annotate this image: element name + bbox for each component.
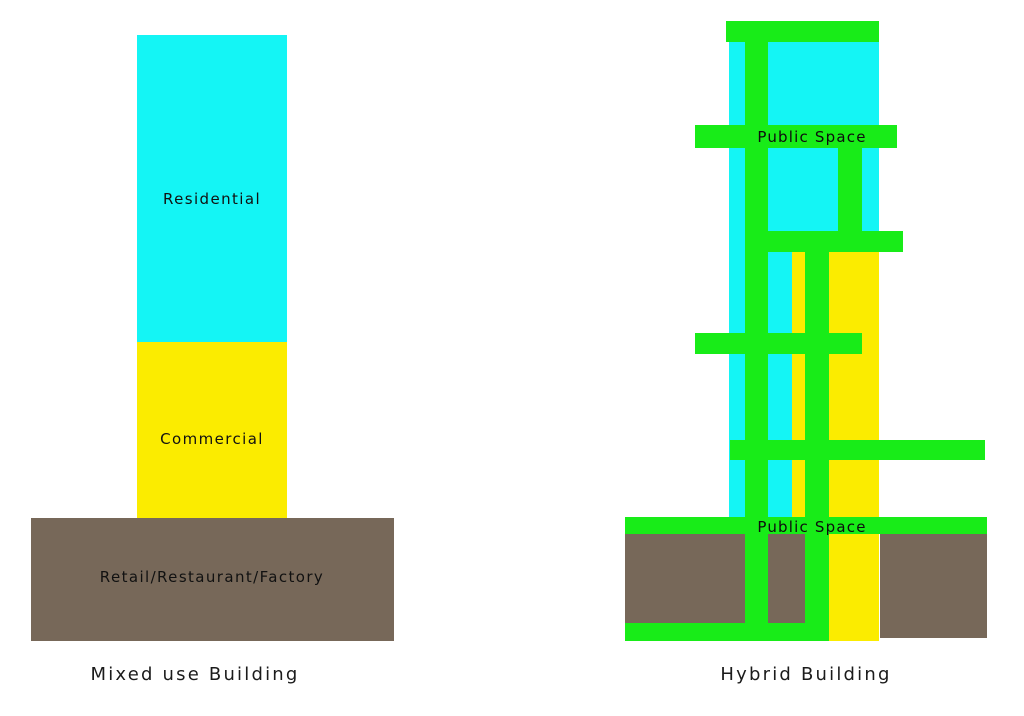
- commercial-zone: [137, 342, 287, 518]
- public-space-slab-mid-upper: [745, 231, 903, 252]
- public-space-slab-cantilever: [730, 440, 985, 460]
- residential-zone: [137, 35, 287, 342]
- retail-restaurant-factory-zone: [31, 518, 394, 641]
- public-space-column-center: [805, 231, 829, 641]
- public-space-label-upper: Public Space: [757, 128, 867, 146]
- hybrid-retail-right-mass: [880, 534, 987, 638]
- commercial-zone-label: Commercial: [160, 430, 264, 448]
- public-space-slab-upper: [695, 125, 897, 148]
- residential-zone-label: Residential: [162, 190, 262, 208]
- public-space-slab-lower: [625, 517, 987, 534]
- public-space-column-right-upper: [838, 148, 862, 241]
- public-space-label-lower: Public Space: [757, 518, 867, 536]
- public-space-slab-ground: [625, 623, 828, 641]
- retail-restaurant-factory-zone-label: Retail/Restaurant/Factory: [99, 568, 325, 586]
- hybrid-retail-left-mass: [625, 534, 805, 624]
- public-space-roof-slab: [726, 21, 879, 42]
- public-space-slab-mid-lower: [695, 333, 862, 354]
- mixed-use-building-caption: Mixed use Building: [90, 664, 300, 685]
- hybrid-building-caption: Hybrid Building: [720, 664, 892, 685]
